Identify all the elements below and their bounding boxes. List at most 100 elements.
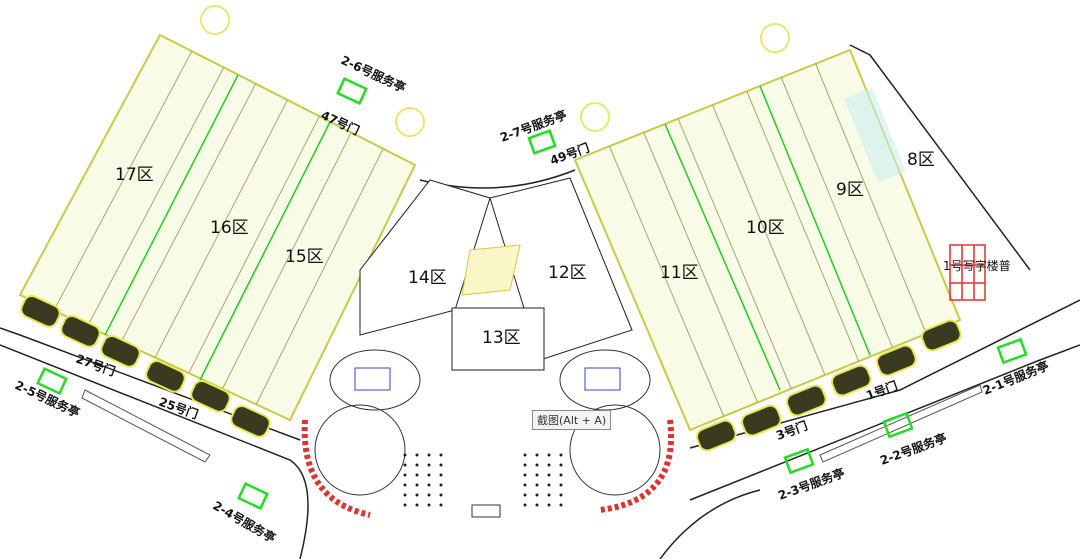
kiosk-2-6-label: 2-6号服务亭: [339, 52, 408, 95]
plaza-dot: [523, 463, 527, 467]
plaza-dot: [415, 463, 419, 467]
aisle-line: [643, 132, 758, 403]
zone-14-label: 14区: [408, 268, 447, 288]
kiosk-2-7-label: 2-7号服务亭: [498, 107, 569, 145]
plaza-dot: [403, 483, 407, 487]
plaza-dot: [403, 453, 407, 457]
plaza-dot: [427, 493, 431, 497]
plaza-dot: [559, 493, 563, 497]
aisle-line: [255, 148, 384, 405]
aisle-line: [677, 118, 792, 389]
hatched-strips: [81, 384, 983, 463]
plaza-dot: [535, 483, 539, 487]
service-kiosks: [36, 77, 1028, 510]
kiosk-2-1: [996, 337, 1028, 365]
aisle-line: [222, 132, 352, 389]
office-building-label: 1号写字楼普: [943, 258, 1011, 273]
plaza-dot: [427, 463, 431, 467]
plaza-dot: [523, 503, 527, 507]
plaza-dot: [535, 463, 539, 467]
aisle-line: [87, 67, 225, 327]
plaza-dot: [559, 453, 563, 457]
kiosk-2-3: [783, 447, 815, 475]
kiosk-2-5-label: 2-5号服务亭: [13, 377, 82, 420]
loading-dock: [190, 379, 231, 413]
loading-dock: [875, 344, 917, 377]
loading-dock: [920, 319, 962, 352]
left-block: [18, 33, 417, 422]
plaza-dot: [559, 473, 563, 477]
aisle-line: [53, 51, 193, 311]
plaza-dot: [415, 503, 419, 507]
zone-11-label: 11区: [660, 263, 699, 283]
aisle-line: [746, 91, 860, 362]
office-building: [949, 244, 986, 301]
plaza-dot: [547, 493, 551, 497]
loading-dock: [145, 359, 186, 393]
plaza-dot-grid: [403, 453, 563, 507]
plaza-dot: [427, 503, 431, 507]
kiosk-2-6: [336, 77, 368, 105]
kiosk-2-4: [237, 482, 269, 510]
kiosk-2-1-label: 2-1号服务亭: [981, 358, 1051, 398]
plaza-dot: [439, 473, 443, 477]
screenshot-tooltip: 截图(Alt + A): [532, 410, 612, 430]
plaza-dot: [427, 483, 431, 487]
plaza-dot: [403, 493, 407, 497]
plaza-dot: [547, 453, 551, 457]
zone-8-label: 8区: [907, 150, 935, 170]
aisle-line: [780, 77, 893, 348]
aisle-line: [120, 83, 257, 343]
plaza-dot: [439, 493, 443, 497]
loading-dock: [100, 334, 141, 368]
zone-15-label: 15区: [285, 247, 324, 267]
plaza-dot: [403, 473, 407, 477]
loading-dock: [785, 384, 827, 417]
loading-dock: [740, 404, 782, 437]
kiosk-2-5: [36, 367, 68, 395]
plaza-dot: [403, 463, 407, 467]
zone-10-label: 10区: [746, 218, 785, 238]
plaza-dot: [415, 493, 419, 497]
plaza-dot: [535, 493, 539, 497]
plaza-dot: [535, 453, 539, 457]
plaza-dot: [523, 483, 527, 487]
aisle-line: [154, 99, 288, 358]
kiosk-2-4-label: 2-4号服务亭: [211, 498, 279, 546]
plaza-dot: [439, 503, 443, 507]
plaza-dot: [427, 453, 431, 457]
loading-dock: [60, 314, 101, 348]
plaza-dot: [415, 473, 419, 477]
loading-dock: [695, 419, 737, 452]
plaza-dot: [523, 473, 527, 477]
plaza-dot: [547, 473, 551, 477]
plaza-dot: [415, 453, 419, 457]
kiosk-2-2: [882, 411, 914, 439]
loading-docks: [20, 294, 962, 452]
loading-dock: [830, 364, 872, 397]
plaza-dot: [439, 453, 443, 457]
right-block: [573, 48, 962, 432]
plaza-dot: [547, 463, 551, 467]
plaza-dot: [523, 493, 527, 497]
plaza-dot: [535, 473, 539, 477]
turnarounds: [200, 5, 790, 137]
plaza-dot: [403, 503, 407, 507]
zone-13-label: 13区: [482, 328, 521, 348]
plaza-dot: [439, 483, 443, 487]
plaza-dot: [427, 473, 431, 477]
kiosk-2-3-label: 2-3号服务亭: [776, 465, 847, 503]
loading-dock: [230, 404, 271, 438]
aisle-line: [815, 63, 927, 334]
zone-12-label: 12区: [548, 263, 587, 283]
plaza-dot: [547, 503, 551, 507]
zone-16-label: 16区: [210, 218, 249, 238]
zone-17-label: 17区: [115, 165, 154, 185]
aisle-line: [712, 104, 826, 376]
center-zones: [359, 177, 633, 371]
plaza-dot: [559, 503, 563, 507]
plaza-dot: [547, 483, 551, 487]
zone-9-label: 9区: [836, 180, 864, 200]
